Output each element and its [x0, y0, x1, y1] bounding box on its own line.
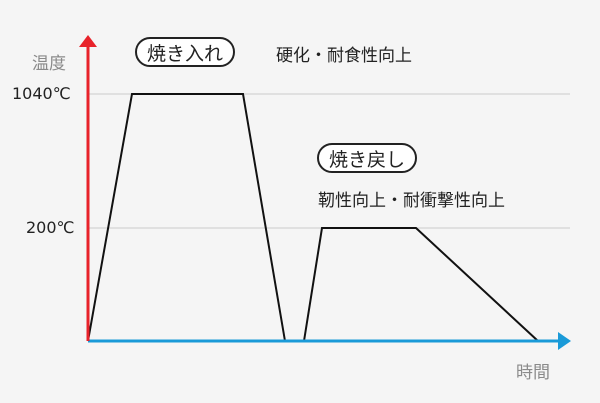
temper-pill: 焼き戻し	[317, 143, 418, 173]
x-axis-label: 時間	[516, 363, 550, 383]
tick-200: 200℃	[26, 218, 75, 237]
quench-pill: 焼き入れ	[135, 37, 236, 67]
y-axis-arrow-icon	[79, 35, 97, 47]
quench-description: 硬化・耐食性向上	[276, 46, 412, 66]
y-axis-label: 温度	[32, 54, 66, 74]
temper-description: 靭性向上・耐衝撃性向上	[318, 191, 505, 211]
temper-curve	[303, 227, 539, 342]
x-axis-arrow-icon	[558, 332, 571, 350]
quench-curve	[87, 93, 286, 342]
tick-1040: 1040℃	[12, 84, 71, 103]
